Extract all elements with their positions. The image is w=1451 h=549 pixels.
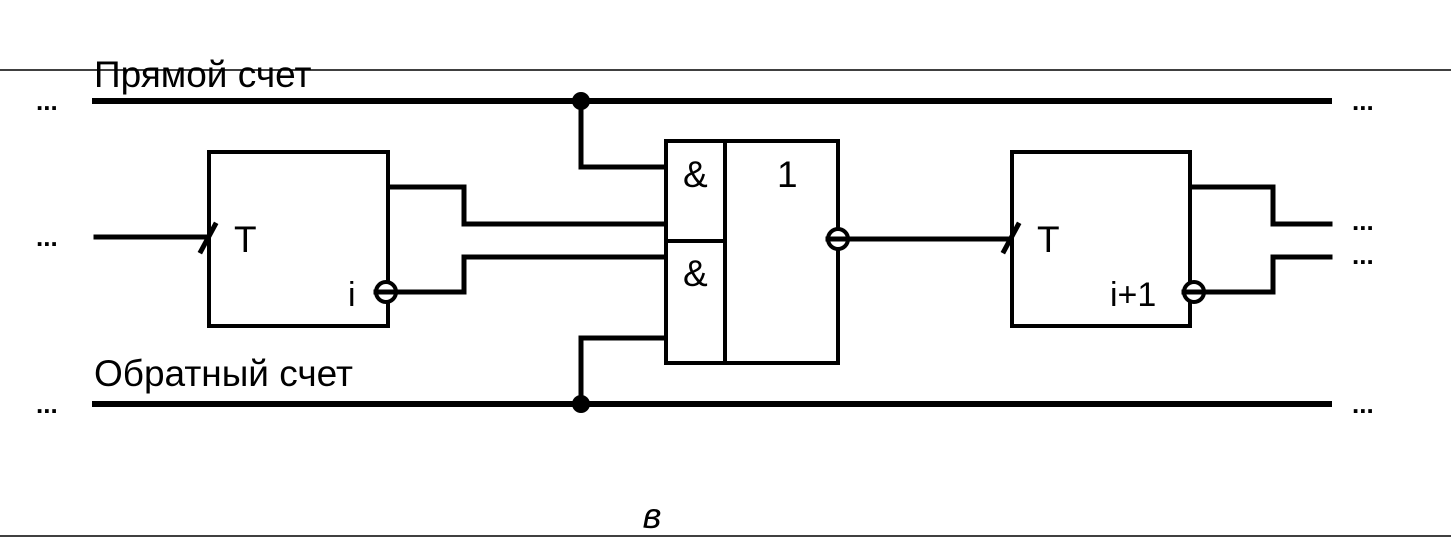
and-top-label: & <box>683 154 708 195</box>
or-label: 1 <box>777 154 798 195</box>
backward-count-label: Обратный счет <box>94 353 353 394</box>
forward-bus-right-dots: ... <box>1352 86 1374 116</box>
trigger-i-type-label: T <box>234 219 257 260</box>
output-right-top-dots: ... <box>1352 206 1374 236</box>
forward-bus-left-dots: ... <box>36 86 58 116</box>
and-bottom-label: & <box>683 253 708 294</box>
and-or-gate: & & 1 <box>664 139 851 365</box>
trigger-i: T i <box>197 150 399 328</box>
backward-bus-left-dots: ... <box>36 389 58 419</box>
output-right-bottom-dots: ... <box>1352 240 1374 270</box>
trigger-i-plus-1-index-label: i+1 <box>1110 276 1156 314</box>
input-left-dots: ... <box>36 222 58 252</box>
trigger-i-plus-1-clock-mark <box>1000 221 1022 255</box>
forward-count-label: Прямой счет <box>94 54 311 95</box>
wiring <box>93 98 1333 407</box>
backward-bus-junction <box>572 395 590 413</box>
trigger-i-index-label: i <box>348 276 356 314</box>
trigger-i-clock-mark <box>197 221 219 255</box>
trigger-i-plus-1-type-label: T <box>1037 219 1060 260</box>
figure-caption: в <box>643 495 662 536</box>
trigger-i-plus-1: T i+1 <box>1000 150 1207 328</box>
backward-bus-right-dots: ... <box>1352 389 1374 419</box>
forward-bus-junction <box>572 92 590 110</box>
